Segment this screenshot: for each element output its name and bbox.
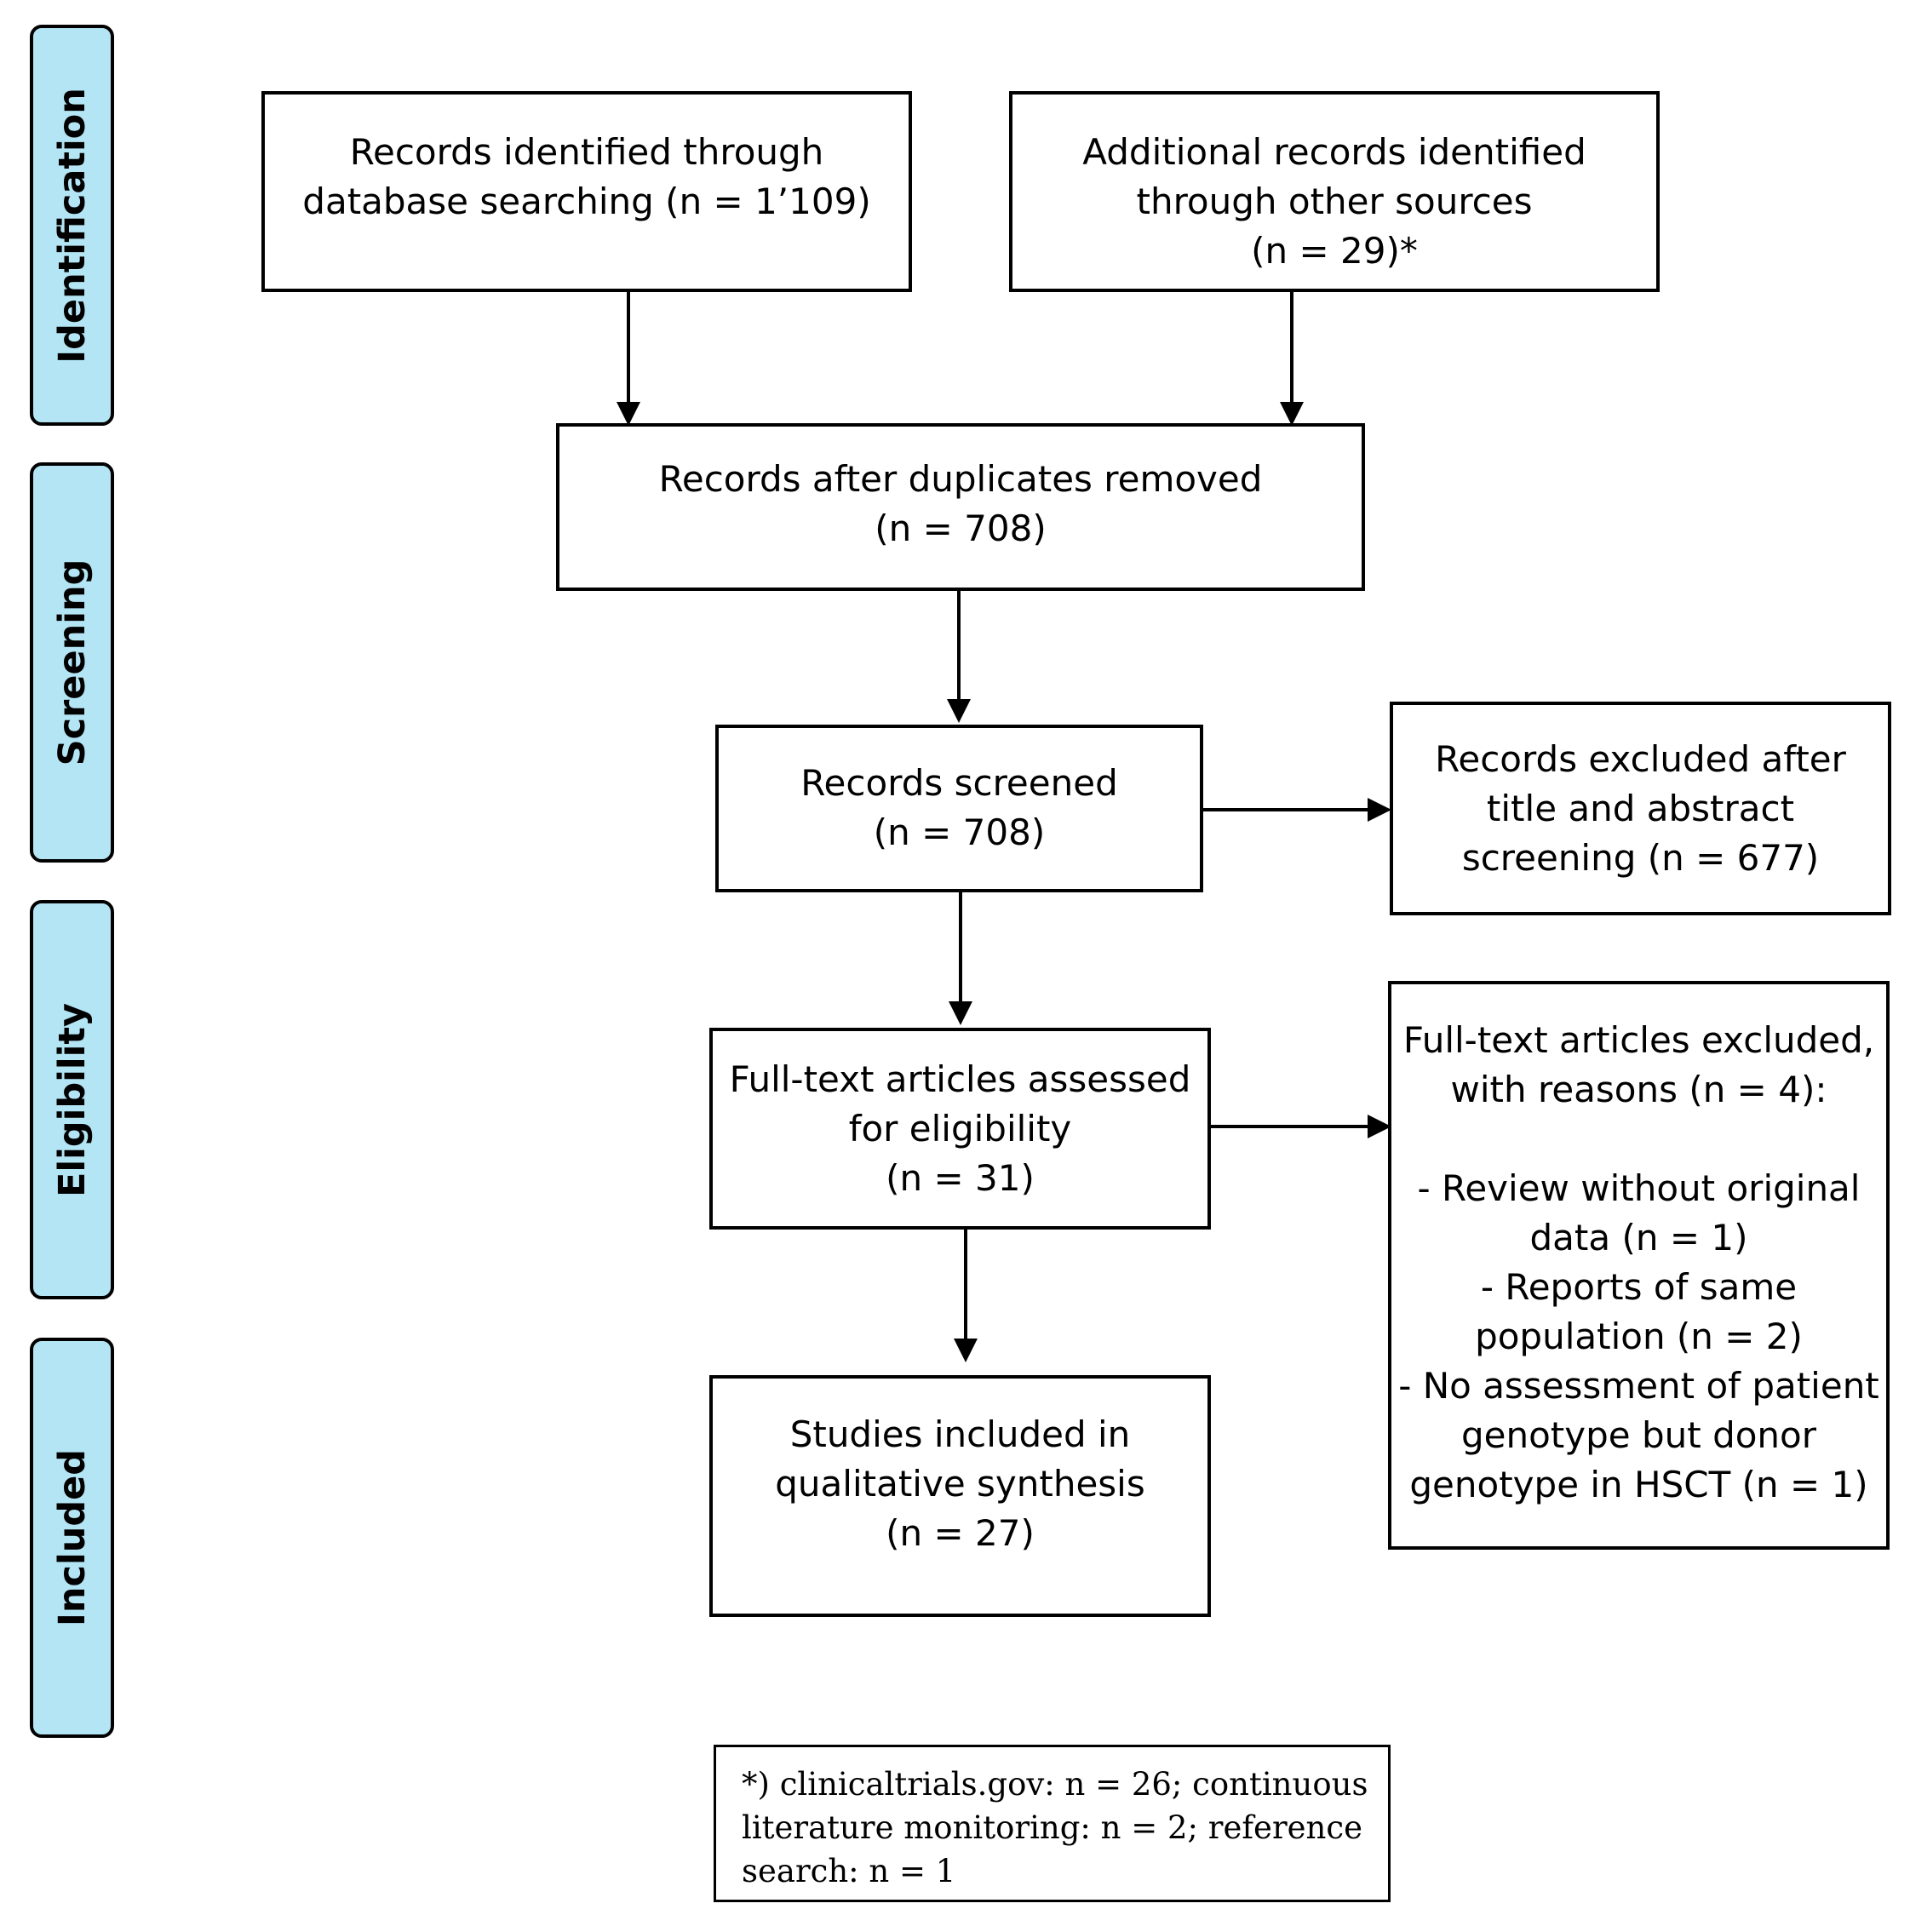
box-line: database searching (n = 1’109): [302, 181, 871, 222]
box-line: Full-text articles assessed: [729, 1058, 1191, 1100]
box-line: screening (n = 677): [1461, 836, 1820, 879]
arrow-database-to-duplicates: [617, 291, 640, 426]
box-line: Records identified through: [349, 131, 824, 173]
arrow-screened-to-excluded: [1202, 798, 1391, 822]
box-line: for eligibility: [848, 1107, 1072, 1149]
box-line: - No assessment of patient: [1398, 1365, 1879, 1407]
box-line: (n = 31): [886, 1156, 1035, 1199]
box-line: (n = 708): [875, 507, 1047, 549]
box-line: population (n = 2): [1475, 1316, 1803, 1357]
footnote-line: *) clinicaltrials.gov: n = 26; continuou…: [742, 1766, 1368, 1803]
box-line: with reasons (n = 4):: [1450, 1069, 1827, 1110]
box-line: Records screened: [800, 762, 1118, 804]
box-line: Records after duplicates removed: [658, 458, 1263, 500]
phase-included: Included: [30, 1338, 114, 1738]
box-line: Studies included in: [789, 1413, 1131, 1455]
phase-screening: Screening: [30, 462, 114, 863]
box-line: (n = 27): [886, 1512, 1035, 1554]
box-line: through other sources: [1136, 181, 1533, 222]
box-line: data (n = 1): [1529, 1217, 1748, 1258]
box-line: title and abstract: [1486, 787, 1795, 829]
arrow-other-to-duplicates: [1280, 291, 1304, 426]
box-line: Records excluded after: [1435, 737, 1846, 780]
phase-eligibility: Eligibility: [30, 900, 114, 1299]
box-duplicates-removed: Records after duplicates removed (n = 70…: [556, 423, 1365, 591]
footnote-box: *) clinicaltrials.gov: n = 26; continuou…: [714, 1745, 1391, 1902]
arrow-fulltext-to-excluded: [1209, 1115, 1391, 1138]
box-full-text-excluded: Full-text articles excluded, with reason…: [1388, 981, 1890, 1550]
box-records-screened: Records screened (n = 708): [715, 725, 1203, 892]
box-line: - Review without original: [1417, 1167, 1861, 1209]
box-line: (n = 29)*: [1251, 230, 1418, 272]
arrow-screened-to-fulltext: [949, 891, 972, 1025]
box-line: Additional records identified: [1082, 131, 1586, 173]
box-line: - Reports of same: [1480, 1266, 1798, 1308]
box-line: Full-text articles excluded,: [1402, 1019, 1875, 1061]
box-records-excluded: Records excluded after title and abstrac…: [1390, 702, 1891, 915]
box-database-records: Records identified through database sear…: [261, 91, 912, 292]
box-line: genotype in HSCT (n = 1): [1409, 1464, 1868, 1505]
arrow-duplicates-to-screened: [947, 591, 971, 723]
box-line: (n = 708): [873, 811, 1046, 853]
box-full-text-assessed: Full-text articles assessed for eligibil…: [709, 1028, 1211, 1230]
phase-identification: Identification: [30, 25, 114, 426]
footnote-line: search: n = 1: [742, 1853, 956, 1889]
arrow-fulltext-to-included: [954, 1229, 978, 1362]
box-line: qualitative synthesis: [775, 1463, 1145, 1505]
box-studies-included: Studies included in qualitative synthesi…: [709, 1375, 1211, 1617]
footnote-line: literature monitoring: n = 2; reference: [742, 1809, 1362, 1846]
box-other-records: Additional records identified through ot…: [1009, 91, 1660, 292]
box-line: genotype but donor: [1460, 1414, 1817, 1456]
